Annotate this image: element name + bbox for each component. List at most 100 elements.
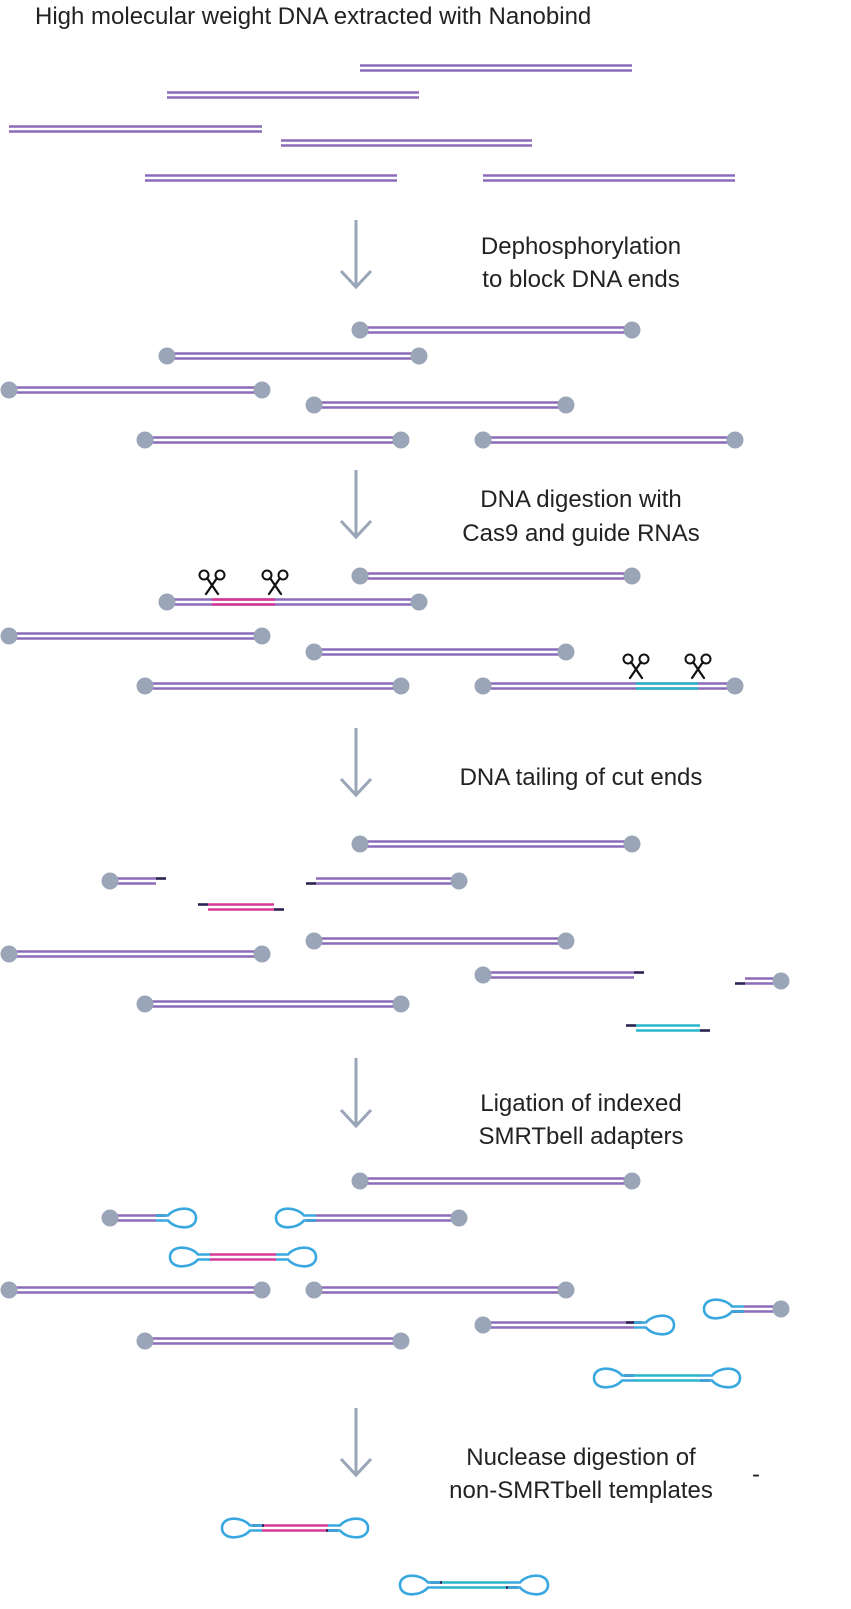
blocked-end-cap (305, 1281, 323, 1299)
stage-raw-dna (9, 64, 735, 182)
step-arrows (339, 220, 373, 1478)
dna-fragment (305, 1281, 575, 1299)
stage-tailed-fragments (0, 835, 790, 1032)
smrtbell-template (398, 1574, 550, 1596)
down-arrow-icon (339, 470, 373, 540)
blocked-end-cap (474, 1316, 492, 1334)
blocked-end-cap (253, 381, 271, 399)
blocked-end-cap (557, 396, 575, 414)
blocked-end-cap (557, 1281, 575, 1299)
dna-fragment (0, 1281, 271, 1299)
diagram-title: High molecular weight DNA extracted with… (35, 3, 591, 30)
dna-fragment (167, 91, 419, 99)
stray-mark: - (752, 1461, 760, 1488)
smrtbell-adapter-loop (328, 1517, 370, 1539)
blocked-end-cap (726, 431, 744, 449)
stage-cas9-digestion (0, 567, 744, 695)
dna-fragment (474, 1314, 676, 1336)
dna-fragment (158, 593, 428, 611)
step-4-label-line-1: Ligation of indexed (480, 1090, 682, 1117)
smrtbell-adapter-loop (156, 1207, 198, 1229)
blocked-end-cap (392, 431, 410, 449)
dna-fragment (0, 381, 271, 399)
step-3-label-line-1: DNA tailing of cut ends (460, 764, 703, 791)
step-1-label-line-2: to block DNA ends (482, 266, 679, 293)
down-arrow-icon (339, 1408, 373, 1478)
blocked-end-cap (410, 347, 428, 365)
blocked-end-cap (136, 995, 154, 1013)
step-2-label-line-1: DNA digestion with (480, 486, 681, 513)
blocked-end-cap (101, 872, 119, 890)
blocked-end-cap (0, 945, 18, 963)
smrtbell-adapter-loop (592, 1367, 634, 1389)
blocked-end-cap (726, 677, 744, 695)
blocked-end-cap (450, 1209, 468, 1227)
scissors-icon (684, 653, 712, 680)
excised-target-fragment (198, 903, 284, 911)
blocked-end-cap (623, 1172, 641, 1190)
blocked-end-cap (351, 567, 369, 585)
blocked-end-cap (136, 677, 154, 695)
blocked-end-cap (0, 627, 18, 645)
down-arrow-icon (339, 1058, 373, 1129)
blocked-end-cap (392, 1332, 410, 1350)
smrtbell-adapter-loop (700, 1367, 742, 1389)
dna-fragment (474, 431, 744, 449)
step-4-label-line-2: SMRTbell adapters (479, 1123, 684, 1150)
blocked-end-cap (136, 1332, 154, 1350)
down-arrow-icon (339, 728, 373, 798)
blocked-end-cap (158, 347, 176, 365)
blocked-end-cap (0, 381, 18, 399)
dna-fragment (351, 567, 641, 585)
dna-fragment (0, 627, 271, 645)
blocked-end-cap (253, 627, 271, 645)
blocked-end-cap (474, 431, 492, 449)
dna-fragment (136, 995, 410, 1013)
blocked-end-cap (351, 321, 369, 339)
smrtbell-adapter-loop (508, 1574, 550, 1596)
blocked-end-cap (101, 1209, 119, 1227)
blocked-end-cap (772, 972, 790, 990)
blocked-end-cap (623, 835, 641, 853)
dna-fragment (306, 872, 468, 890)
scissors-icon (261, 569, 289, 596)
excised-target-fragment (626, 1024, 710, 1032)
scissors-icon (622, 653, 650, 680)
dna-fragment (101, 872, 166, 890)
dna-fragment (360, 64, 632, 72)
blocked-end-cap (557, 643, 575, 661)
blocked-end-cap (557, 932, 575, 950)
step-5-label-line-2: non-SMRTbell templates (449, 1477, 713, 1504)
blocked-end-cap (772, 1300, 790, 1318)
stage-final-templates (220, 1517, 550, 1596)
dna-fragment (351, 835, 641, 853)
blocked-end-cap (351, 835, 369, 853)
step-5-label-line-1: Nuclease digestion of (466, 1444, 696, 1471)
step-2-label-line-2: Cas9 and guide RNAs (462, 520, 699, 547)
blocked-end-cap (158, 593, 176, 611)
dna-fragment (136, 677, 410, 695)
dna-fragment (145, 174, 397, 182)
dna-fragment (0, 945, 271, 963)
smrtbell-adapter-loop (702, 1298, 744, 1320)
dna-fragment (305, 932, 575, 950)
stage-dephosphorylated (0, 321, 744, 449)
smrtbell-template (168, 1246, 318, 1268)
dna-fragment (735, 972, 790, 990)
smrtbell-adapter-loop (168, 1246, 210, 1268)
smrtbell-adapter-loop (398, 1574, 440, 1596)
blocked-end-cap (305, 396, 323, 414)
dna-fragment (351, 1172, 641, 1190)
smrtbell-template (592, 1367, 742, 1389)
blocked-end-cap (450, 872, 468, 890)
blocked-end-cap (351, 1172, 369, 1190)
dna-fragment (274, 1207, 468, 1229)
scissors-icon (198, 569, 226, 596)
dna-fragment (483, 174, 735, 182)
smrtbell-adapter-loop (634, 1314, 676, 1336)
dna-fragment (474, 966, 644, 984)
smrtbell-adapter-loop (276, 1246, 318, 1268)
blocked-end-cap (305, 643, 323, 661)
dna-fragment (305, 643, 575, 661)
